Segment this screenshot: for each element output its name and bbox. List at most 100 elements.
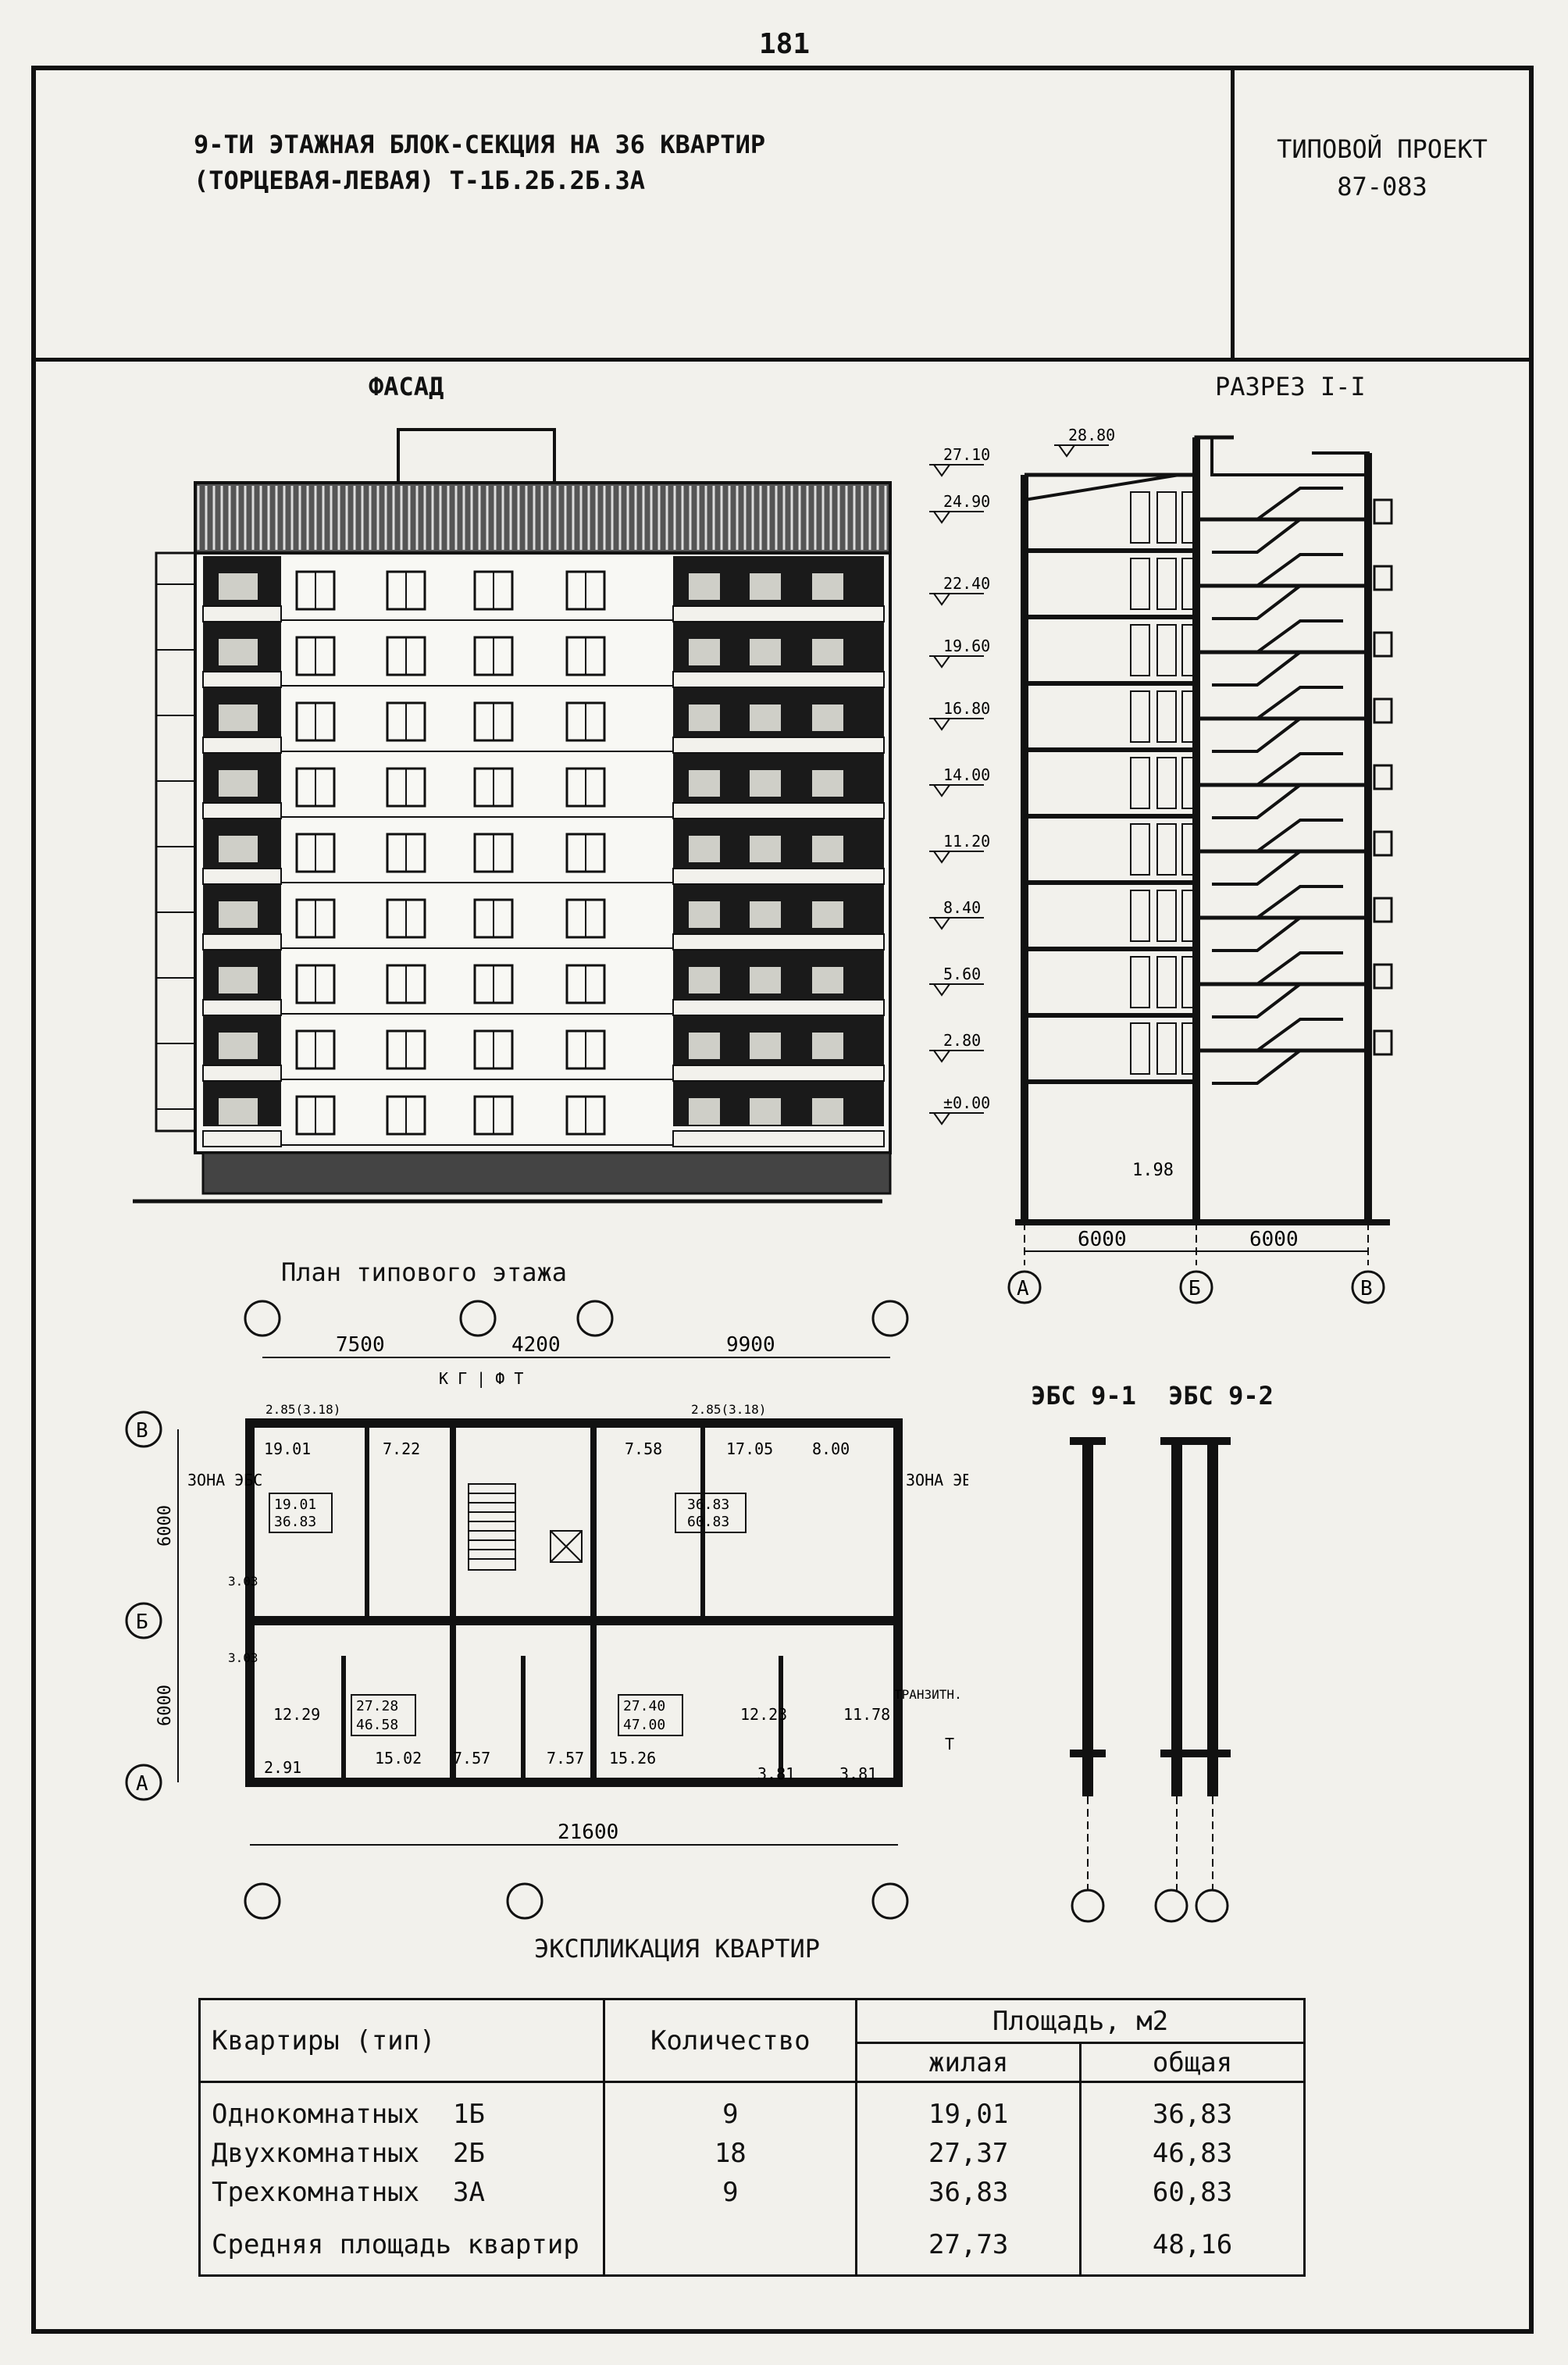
- loggia-window: [689, 573, 720, 600]
- loggia-window: [219, 639, 258, 665]
- riser-labels: К Г | Ф Т: [439, 1369, 523, 1388]
- svg-text:17.05: 17.05: [726, 1439, 773, 1458]
- balcony-rail: [672, 737, 885, 754]
- balcony-rail: [672, 671, 885, 688]
- loggia-window: [219, 1098, 258, 1125]
- axis-label-a: А: [1017, 1277, 1029, 1300]
- loggia-window: [750, 836, 781, 862]
- svg-text:7.58: 7.58: [625, 1439, 662, 1458]
- elevation-mark: ±0.00: [943, 1093, 990, 1112]
- balcony-rail: [672, 868, 885, 885]
- project-label: ТИПОВОЙ ПРОЕКТ: [1277, 134, 1488, 164]
- dim-side-1: 6000: [155, 1505, 175, 1546]
- loggia-window: [219, 1033, 258, 1059]
- elevation-mark: 14.00: [943, 765, 990, 784]
- transit-label: ТРАНЗИТН. МАГИСТР.: [894, 1687, 968, 1702]
- loggia-window: [812, 639, 843, 665]
- title-block-divider: [31, 358, 1534, 362]
- loggia-window: [689, 1098, 720, 1125]
- col-total-header: общая: [1079, 2042, 1306, 2083]
- svg-text:36.83: 36.83: [274, 1514, 316, 1530]
- svg-text:3.03: 3.03: [228, 1574, 258, 1589]
- plan-title: План типового этажа: [281, 1257, 568, 1287]
- page-number: 181: [759, 28, 811, 60]
- roof-right: [1210, 437, 1370, 476]
- loggia-window: [750, 901, 781, 928]
- project-number: 87-083: [1337, 172, 1427, 202]
- roof-left: [1025, 435, 1234, 477]
- axis-bubble-c: [1351, 1270, 1385, 1304]
- balcony-rail: [202, 999, 282, 1016]
- col-living-header: жилая: [855, 2042, 1082, 2083]
- roof-structure: [397, 428, 556, 484]
- loggia-window: [219, 573, 258, 600]
- loggia-window: [750, 1098, 781, 1125]
- svg-text:3.81: 3.81: [757, 1764, 795, 1783]
- balcony-rail: [672, 802, 885, 819]
- svg-text:19.01: 19.01: [264, 1439, 311, 1458]
- svg-text:7.57: 7.57: [453, 1749, 490, 1768]
- axis-row-b: Б: [136, 1611, 148, 1634]
- balcony-rail: [202, 737, 282, 754]
- elevation-mark: 2.80: [943, 1031, 981, 1050]
- loggia-window: [219, 836, 258, 862]
- balcony-rail: [202, 933, 282, 951]
- loggia-window: [750, 1033, 781, 1059]
- axis-row-v: В: [136, 1419, 148, 1443]
- axis-label-c: В: [1360, 1277, 1373, 1300]
- loggia-window: [219, 967, 258, 993]
- ground-mark: 1.98: [1132, 1161, 1174, 1180]
- balcony-rail: [672, 933, 885, 951]
- loggia-window: [750, 639, 781, 665]
- plinth: [201, 1151, 892, 1195]
- span-left: 6000: [1078, 1228, 1127, 1251]
- loggia-window: [750, 573, 781, 600]
- loggia-window: [689, 639, 720, 665]
- ebs-label-1: ЭБС 9-1: [1031, 1381, 1136, 1411]
- facade-title: ФАСАД: [369, 372, 444, 401]
- balcony-rail: [202, 671, 282, 688]
- ebs-drawing: [1070, 1437, 1231, 1923]
- col-area-header: Площадь, м2: [855, 1998, 1306, 2044]
- svg-text:8.00: 8.00: [812, 1439, 850, 1458]
- balcony-rail: [202, 605, 282, 622]
- svg-text:60.83: 60.83: [687, 1514, 729, 1530]
- section-drawing: 28.8027.1024.9022.4019.6016.8014.0011.20…: [929, 426, 1393, 1304]
- balcony-rail: [202, 868, 282, 885]
- balcony-rail: [672, 999, 885, 1016]
- ebs-label-2: ЭБС 9-2: [1168, 1381, 1274, 1411]
- elevation-mark: 24.90: [943, 492, 990, 511]
- balcony-rail: [672, 1065, 885, 1082]
- avg-total: 48,16: [1079, 2216, 1306, 2277]
- dim-top-3: 9900: [726, 1333, 775, 1357]
- elevation-mark: 28.80: [1068, 426, 1115, 444]
- svg-text:3.81: 3.81: [839, 1764, 877, 1783]
- dim-side-2: 6000: [155, 1685, 175, 1726]
- loggia-window: [219, 705, 258, 731]
- elevation-mark: 11.20: [943, 832, 990, 851]
- loggia-window: [812, 901, 843, 928]
- section-title: РАЗРЕЗ I-I: [1215, 372, 1366, 401]
- facade-drawing: [133, 428, 892, 1204]
- explication-table: Квартиры (тип) Количество Площадь, м2 жи…: [198, 1998, 1306, 2277]
- col-count-header: Количество: [603, 1998, 858, 2083]
- loggia-window: [750, 770, 781, 797]
- axis-bubble-b: [1179, 1270, 1213, 1304]
- svg-text:7.22: 7.22: [383, 1439, 420, 1458]
- elevation-mark: 16.80: [943, 699, 990, 718]
- roof-slope: [1024, 473, 1180, 501]
- svg-text:19.01: 19.01: [274, 1496, 316, 1513]
- dim-top-1: 7500: [336, 1333, 385, 1357]
- svg-text:12.23: 12.23: [740, 1705, 787, 1724]
- svg-text:7.57: 7.57: [547, 1749, 584, 1768]
- svg-text:2.85(3.18): 2.85(3.18): [691, 1402, 766, 1417]
- loggia-window: [812, 1098, 843, 1125]
- svg-text:27.40: 27.40: [623, 1698, 665, 1714]
- avg-label: Средняя площадь квартир: [198, 2216, 606, 2277]
- svg-text:46.58: 46.58: [356, 1717, 398, 1733]
- svg-text:3.03: 3.03: [228, 1650, 258, 1665]
- loggia-window: [689, 770, 720, 797]
- svg-text:2.85(3.18): 2.85(3.18): [265, 1402, 340, 1417]
